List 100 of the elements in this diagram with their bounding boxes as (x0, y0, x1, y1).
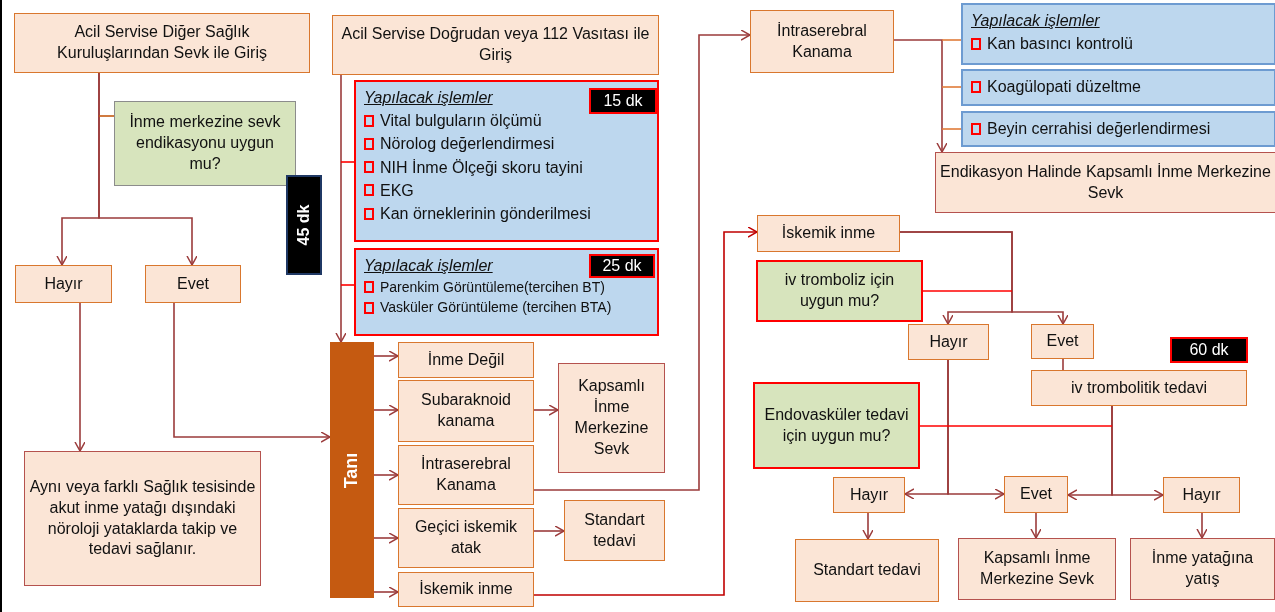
time-badge (1170, 337, 1248, 363)
process-box (1004, 476, 1068, 513)
box-text: iv trombolitik tedavi (1070, 377, 1207, 398)
box-text: Subaraknoid kanama (420, 390, 512, 431)
arrow (533, 404, 559, 416)
process-box (935, 152, 1275, 213)
process-box (398, 445, 534, 505)
connector-line (919, 425, 1113, 427)
checklist-item: Kan örneklerinin gönderilmesi (380, 203, 591, 224)
box-text: İntraserebral Kanama (776, 20, 868, 62)
checklist-heading: Yapılacak işlemler (364, 88, 493, 108)
time-badge (589, 88, 657, 114)
checklist-panel (961, 3, 1275, 65)
box-text: Hayır (929, 331, 968, 352)
arrow (1111, 405, 1164, 501)
process-box (14, 13, 310, 73)
arrow (74, 302, 86, 452)
process-box (145, 265, 241, 303)
process-box (908, 324, 989, 360)
box-text: Acil Servise Doğrudan veya 112 Vasıtası ile Giriş (340, 24, 651, 65)
connector-line (340, 161, 355, 163)
process-box (558, 363, 665, 473)
rotated-label: 45 dk (295, 204, 313, 246)
arrow (373, 586, 399, 598)
process-box (757, 215, 900, 252)
process-box (833, 477, 905, 513)
box-text: Evet (1046, 331, 1079, 352)
arrow (1196, 512, 1208, 539)
arrow (373, 469, 399, 481)
process-box (1130, 538, 1275, 600)
box-text: İnme yatağına yatış (1150, 548, 1255, 589)
box-text: Evet (1020, 484, 1052, 505)
process-box (24, 451, 261, 586)
checklist-item: Vital bulguların ölçümü (380, 111, 542, 132)
box-text: Endovasküler tedavi için uygun mu? (763, 404, 910, 446)
decision-box (756, 260, 923, 322)
box-text: Hayır (1182, 484, 1221, 505)
decision-box (114, 101, 296, 186)
connector-line (941, 128, 962, 130)
checklist-item: Parenkim Görüntüleme(tercihen BT) (380, 278, 605, 298)
box-text: Evet (177, 273, 209, 294)
box-text: iv tromboliz için uygun mu? (783, 270, 896, 311)
box-text: Aynı veya farklı Sağlık tesisinde akut inme yatağı dışındaki nöroloji yataklarda takip ve tedavi sağlanır. (29, 476, 256, 560)
connector-line (340, 284, 355, 286)
box-text: Endikasyon Halinde Kapsamlı İnme Merkezine Sevk (940, 161, 1271, 203)
arrow (173, 302, 331, 443)
checklist-heading: Yapılacak işlemler (364, 256, 493, 276)
checklist-item: Kan basıncı kontrolü (987, 34, 1133, 55)
process-box (15, 265, 112, 303)
process-box (398, 572, 534, 607)
arrow (335, 74, 347, 343)
connector-line (922, 290, 1013, 292)
arrow (533, 29, 751, 491)
process-box (1163, 477, 1240, 513)
box-text: Standart tedavi (583, 509, 646, 551)
arrow (533, 226, 758, 596)
box-text: İskemik inme (419, 579, 513, 600)
box-text: İnme Değil (427, 349, 505, 370)
arrow (533, 525, 565, 537)
checklist-panel (961, 111, 1275, 147)
arrow (373, 350, 399, 362)
box-text: Standart tedavi (813, 560, 921, 581)
box-text: Hayır (849, 484, 889, 505)
process-box (1031, 370, 1247, 406)
arrow (862, 512, 874, 540)
checklist-panel (354, 248, 659, 336)
connector-line (941, 86, 962, 88)
process-box (398, 380, 534, 442)
process-box (795, 539, 939, 602)
rotated-label: Tanı (341, 452, 363, 488)
box-text: İntraserebral Kanama (420, 454, 512, 495)
checklist-item: Nörolog değerlendirmesi (380, 134, 555, 155)
checklist-item: NIH İnme Ölçeği skoru tayini (380, 157, 583, 178)
box-text: 60 dk (1189, 339, 1229, 360)
time-badge (286, 175, 322, 275)
arrow (893, 39, 948, 153)
box-text: Acil Servise Diğer Sağlık Kuruluşlarından Sevk ile Giriş (56, 22, 268, 63)
arrow (1030, 512, 1042, 539)
box-text: Kapsamlı İnme Merkezine Sevk (573, 376, 650, 459)
connector-line (98, 115, 115, 117)
box-text: Geçici iskemik atak (413, 517, 519, 558)
connector-line (941, 39, 962, 41)
time-badge (589, 254, 655, 278)
arrow (373, 404, 399, 416)
box-text: İskemik inme (781, 223, 876, 244)
checklist-item: Koagülopati düzeltme (987, 77, 1141, 97)
checklist-item: Beyin cerrahisi değerlendirmesi (987, 119, 1211, 139)
box-text: Hayır (44, 273, 83, 294)
arrow (373, 532, 399, 544)
checklist-panel (961, 69, 1275, 106)
diagnosis-bar (330, 342, 374, 598)
connector-line (1062, 358, 1064, 371)
box-text: 15 dk (603, 90, 643, 111)
process-box (398, 508, 534, 568)
checklist-item: Vasküler Görüntüleme (tercihen BTA) (380, 298, 612, 318)
decision-box (753, 382, 920, 469)
arrow (98, 72, 198, 266)
checklist-panel (354, 80, 659, 242)
box-text: 25 dk (602, 255, 642, 276)
checklist-item: EKG (380, 180, 414, 201)
